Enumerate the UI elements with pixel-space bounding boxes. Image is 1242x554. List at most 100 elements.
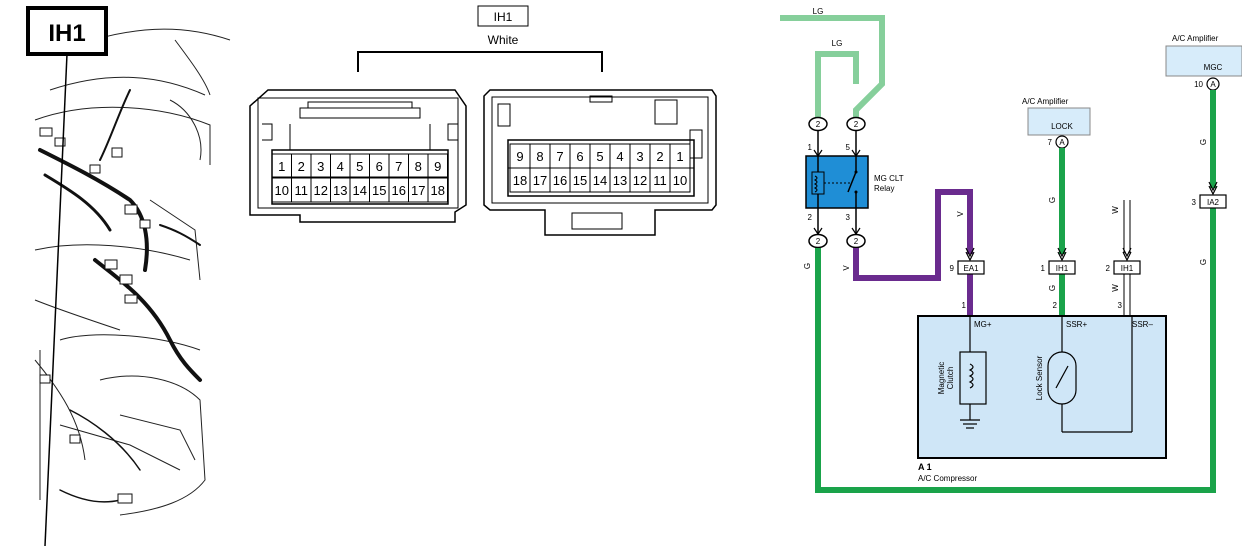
wire-label-g-mgc-lower: G (1199, 259, 1208, 265)
compressor-term-ssr-minus: SSR– (1132, 320, 1153, 329)
left-view-pin-number: 14 (353, 183, 367, 198)
ac-amplifier-lock: A/C Amplifier LOCK A 7 (1022, 97, 1091, 149)
left-view-pin-cell (427, 177, 448, 203)
harness-connector-blocks (39, 127, 151, 504)
left-view-pin-number: 16 (392, 183, 406, 198)
relay-circle-bottom-right: 2 (854, 237, 859, 246)
wire-label-g-mgc-upper: G (1199, 139, 1208, 145)
wire-label-lg-inner: LG (832, 39, 843, 48)
left-view-pin-number: 6 (376, 159, 383, 174)
right-view-pin-number: 6 (576, 149, 583, 164)
left-view-pin-number: 9 (434, 159, 441, 174)
amp-mgc-letter: A (1210, 80, 1216, 89)
ac-amplifier-mgc: A/C Amplifier MGC A 10 (1165, 34, 1242, 91)
callout-leader-line (44, 53, 68, 547)
right-view-pin-cell (669, 167, 691, 193)
relay-pin-circles-top: 2 2 1 5 (808, 116, 866, 158)
left-view-pin-number: 4 (337, 159, 344, 174)
left-view-pin-number: 2 (298, 159, 305, 174)
left-view-pin-number: 7 (395, 159, 402, 174)
wire-label-w-upper: W (1111, 206, 1120, 214)
right-view-pin-number: 9 (516, 149, 523, 164)
relay-name-line2: Relay (874, 184, 894, 193)
callout-box: IH1 (26, 6, 108, 547)
left-view-pin-number: 18 (431, 183, 445, 198)
left-view-pin-number: 12 (314, 183, 328, 198)
right-view-pin-number: 17 (533, 173, 547, 188)
relay-name-line1: MG CLT (874, 174, 904, 183)
right-view-pin-number: 16 (553, 173, 567, 188)
ih1-a-pin-out: 2 (1053, 301, 1058, 310)
clutch-label-1: Magnetic (937, 362, 946, 394)
amp-mgc-title: A/C Amplifier (1172, 34, 1219, 43)
ih1-a-label: IH1 (1056, 264, 1069, 273)
left-view-pin-number: 10 (275, 183, 289, 198)
w-wire (1123, 200, 1131, 316)
amp-lock-letter: A (1059, 138, 1065, 147)
left-view-pin-number: 8 (415, 159, 422, 174)
connector-id-label: IH1 (494, 10, 513, 24)
relay-pin-top-right: 5 (846, 143, 851, 152)
right-view-pin-number: 2 (656, 149, 663, 164)
harness-location-illustration (34, 28, 231, 516)
connector-header: IH1 White (357, 5, 603, 72)
ea1-pin-in: 9 (950, 264, 955, 273)
left-view-pin-number: 5 (356, 159, 363, 174)
right-view-pin-number: 11 (653, 173, 667, 188)
callout-label: IH1 (48, 20, 85, 47)
amp-lock-pin: 7 (1048, 138, 1053, 147)
ih1-b-pin-in: 2 (1106, 264, 1111, 273)
wire-label-g-lock-upper: G (1048, 197, 1057, 203)
relay-pin-bottom-right: 3 (846, 213, 851, 222)
mg-clt-relay: MG CLT Relay (805, 155, 904, 209)
right-view-pin-number: 15 (573, 173, 587, 188)
compressor-name: A/C Compressor (918, 474, 977, 483)
ea1-connector: EA1 9 1 (950, 247, 985, 310)
right-view-pin-number: 18 (513, 173, 527, 188)
wire-label-w-lower: W (1111, 284, 1120, 292)
relay-pin-bottom-left: 2 (808, 213, 813, 222)
left-view-pin-number: 1 (278, 159, 285, 174)
amp-mgc-terminal: MGC (1204, 63, 1223, 72)
relay-pin-circles-bottom: 2 3 2 2 (808, 208, 866, 249)
lg-wires (780, 15, 885, 118)
ea1-label: EA1 (963, 264, 979, 273)
ia2-pin: 3 (1192, 198, 1197, 207)
left-view-pin-number: 13 (333, 183, 347, 198)
compressor-id: A 1 (918, 462, 932, 472)
wire-label-g-lock-lower: G (1048, 285, 1057, 291)
schematic: LG LG 2 2 1 5 MG CLT (780, 7, 1242, 493)
wire-label-v-top: V (956, 211, 965, 217)
right-view-pin-number: 4 (616, 149, 623, 164)
amp-lock-title: A/C Amplifier (1022, 97, 1069, 106)
left-view-pin-number: 11 (295, 183, 309, 198)
ia2-connector: IA2 3 (1192, 181, 1227, 209)
ih1-b-label: IH1 (1121, 264, 1134, 273)
ih1-a-pin-in: 1 (1041, 264, 1046, 273)
relay-circle-bottom-left: 2 (816, 237, 821, 246)
ac-compressor: MG+ SSR+ SSR– Magnetic Clutch (917, 315, 1167, 483)
right-view-pin-number: 5 (596, 149, 603, 164)
right-view-pin-number: 14 (593, 173, 607, 188)
v-wire-purple (853, 189, 973, 281)
relay-circle-top-right: 2 (854, 120, 859, 129)
wire-harness-bundle (38, 89, 202, 503)
left-view-pin-number: 17 (411, 183, 425, 198)
right-view-pin-number: 12 (633, 173, 647, 188)
compressor-term-mg: MG+ (974, 320, 992, 329)
wire-label-v-left: V (842, 265, 851, 271)
connector-color-label: White (488, 33, 519, 47)
relay-circle-top-left: 2 (816, 120, 821, 129)
right-view-pin-number: 7 (556, 149, 563, 164)
lock-sensor-symbol (1047, 316, 1133, 433)
right-view-pin-number: 10 (673, 173, 687, 188)
clutch-label-2: Clutch (946, 367, 955, 390)
lock-sensor-label: Lock Sensor (1035, 355, 1044, 400)
right-view-pin-number: 13 (613, 173, 627, 188)
compressor-term-ssr-plus: SSR+ (1066, 320, 1087, 329)
magnetic-clutch-symbol (959, 316, 987, 429)
amp-lock-terminal: LOCK (1051, 122, 1073, 131)
